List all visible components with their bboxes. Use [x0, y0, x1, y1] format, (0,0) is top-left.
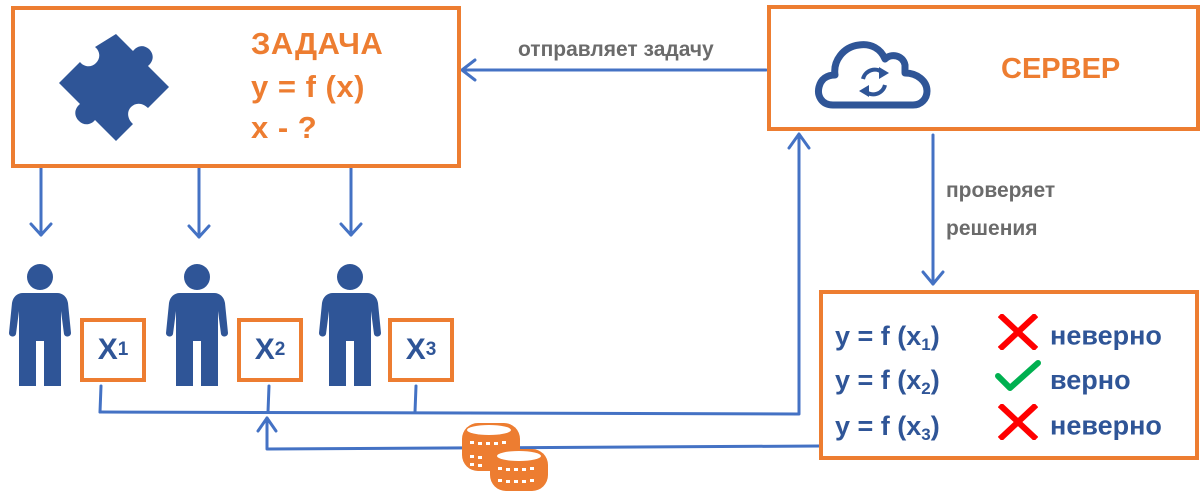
task-question: x - ? — [251, 110, 318, 145]
task-equation: y = f (x) — [251, 69, 365, 104]
results-box: y = f (x1) неверно y = f (x2) верно y = … — [819, 290, 1199, 460]
answer-1-sub: 1 — [117, 339, 129, 360]
answers-to-server-arrowhead — [787, 132, 811, 150]
task-box: ЗАДАЧА y = f (x) x - ? — [11, 6, 461, 168]
result-1-status: неверно — [1050, 320, 1162, 351]
person-icon — [9, 264, 71, 386]
server-box: СЕРВЕР — [767, 5, 1200, 131]
answer-3-base: X — [405, 333, 426, 366]
person-icon — [166, 264, 228, 386]
result-row-3: y = f (x3) неверно — [835, 402, 1162, 444]
answers-to-server-line — [98, 133, 801, 416]
task-to-user3-arrowhead — [339, 222, 363, 237]
send-task-label: отправляет задачу — [518, 38, 714, 61]
answer2-line — [266, 384, 271, 414]
send-task-arrowhead — [460, 58, 477, 82]
result-3-equation: y = f (x3) — [835, 410, 940, 444]
check-arrowhead — [921, 270, 945, 286]
cloud-sync-icon — [815, 41, 931, 109]
answer3-line — [413, 384, 418, 414]
check-icon — [993, 360, 1043, 403]
task-to-user2-arrowhead — [187, 224, 211, 239]
person-icon — [319, 264, 381, 386]
cross-icon — [993, 402, 1043, 451]
result-2-status: верно — [1050, 365, 1131, 395]
result-row-1: y = f (x1) неверно — [835, 312, 1162, 354]
result-3-status: неверно — [1050, 410, 1162, 441]
result-row-2: y = f (x2) верно — [835, 360, 1131, 400]
check-label-line1: проверяет — [946, 179, 1056, 202]
reward-line — [265, 416, 822, 451]
reward-arrowhead — [256, 416, 278, 433]
cross-icon — [993, 312, 1043, 361]
answer-2-sub: 2 — [274, 339, 286, 360]
answer1-line — [98, 384, 103, 414]
task-title: ЗАДАЧА — [251, 26, 384, 61]
server-title: СЕРВЕР — [1001, 53, 1121, 85]
answer-2-base: X — [254, 333, 275, 366]
result-2-equation: y = f (x2) — [835, 365, 940, 398]
answer-3-sub: 3 — [425, 339, 437, 360]
coins-icon — [462, 423, 548, 491]
result-1-equation: y = f (x1) — [835, 320, 940, 354]
check-label-line2: решения — [946, 217, 1038, 240]
check-label: проверяет решения — [946, 172, 1055, 248]
answer-1-base: X — [97, 333, 118, 366]
task-to-user1-arrowhead — [29, 222, 53, 237]
puzzle-icon — [59, 34, 169, 141]
